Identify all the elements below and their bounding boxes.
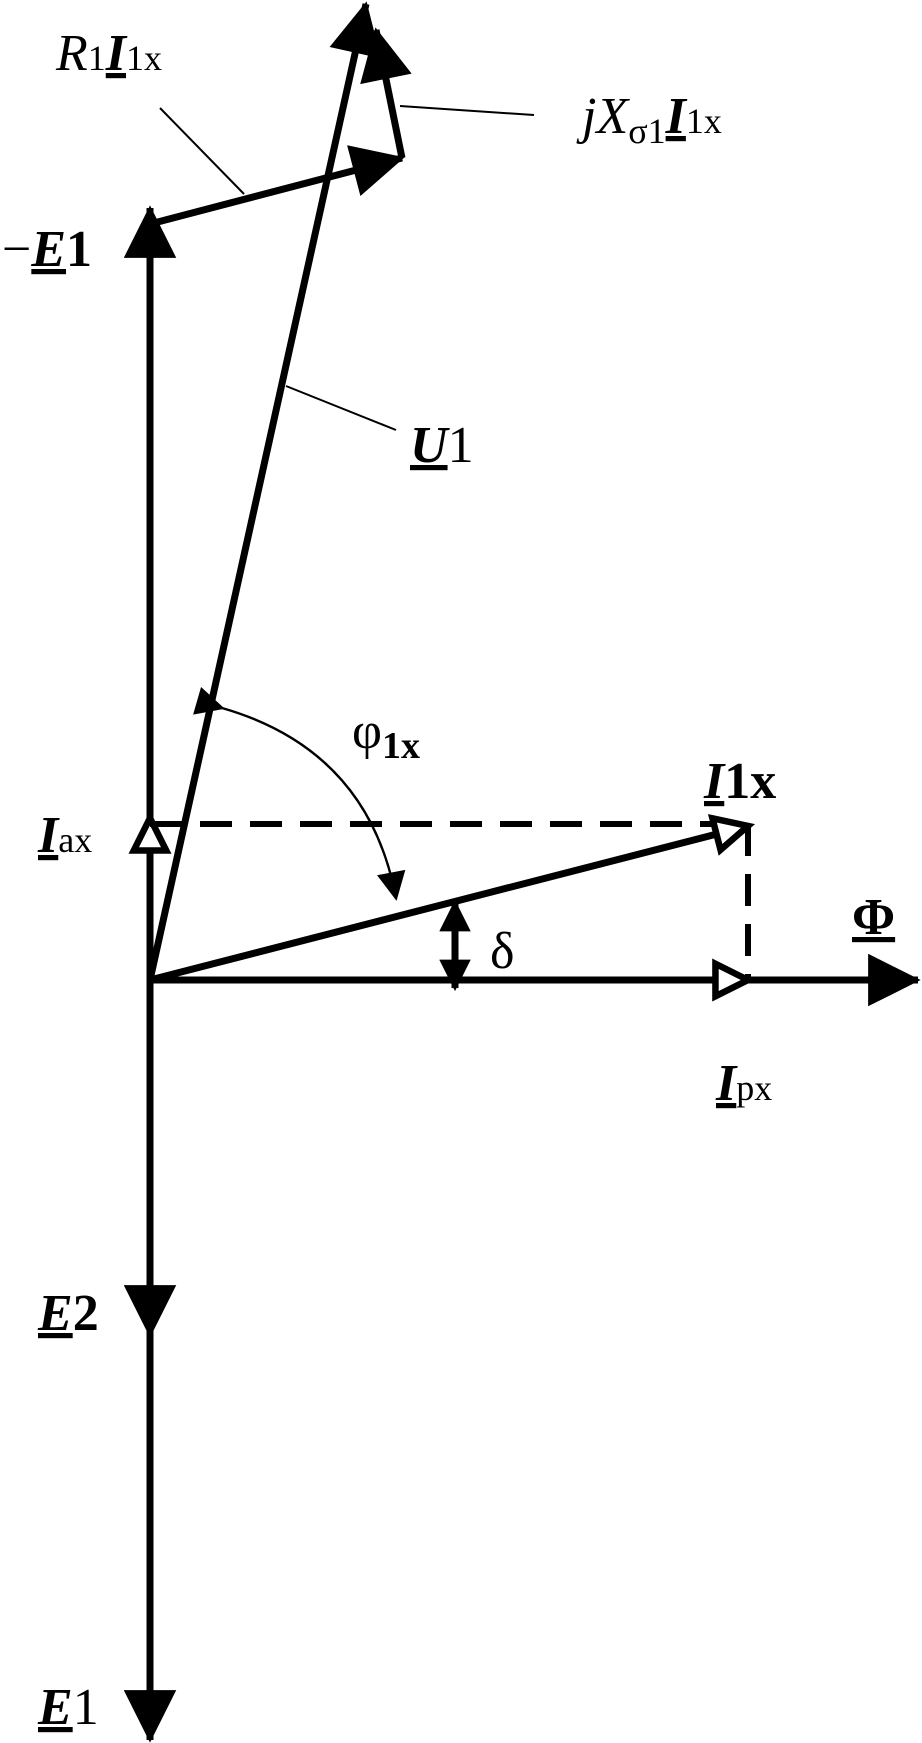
i1x-label: I1x [703,753,776,810]
jx-leader-line [399,105,535,116]
e1-label: E1 [37,1679,99,1736]
u1-leader-line [285,385,397,431]
r1-leader-line [159,107,245,195]
delta-label: δ [490,923,515,980]
phi-angle-label: φ1x [352,703,420,767]
u1-phasor [146,1,381,981]
jx-i1x-phasor [360,27,412,159]
r1-i1x-label: R1I1x [55,25,162,82]
neg-e1-label: −E1 [2,221,92,278]
e2-label: E2 [37,1285,99,1342]
r1-i1x-phasor [149,145,405,228]
i1x-phasor [149,814,756,984]
ipx-label: Ipx [715,1055,772,1112]
jx-i1x-label: jXσ1I1x [576,88,722,151]
iax-label: Iax [37,807,92,864]
phi-angle-arc [193,686,406,901]
u1-label: U1 [410,417,474,474]
flux-label: Φ [852,889,895,946]
